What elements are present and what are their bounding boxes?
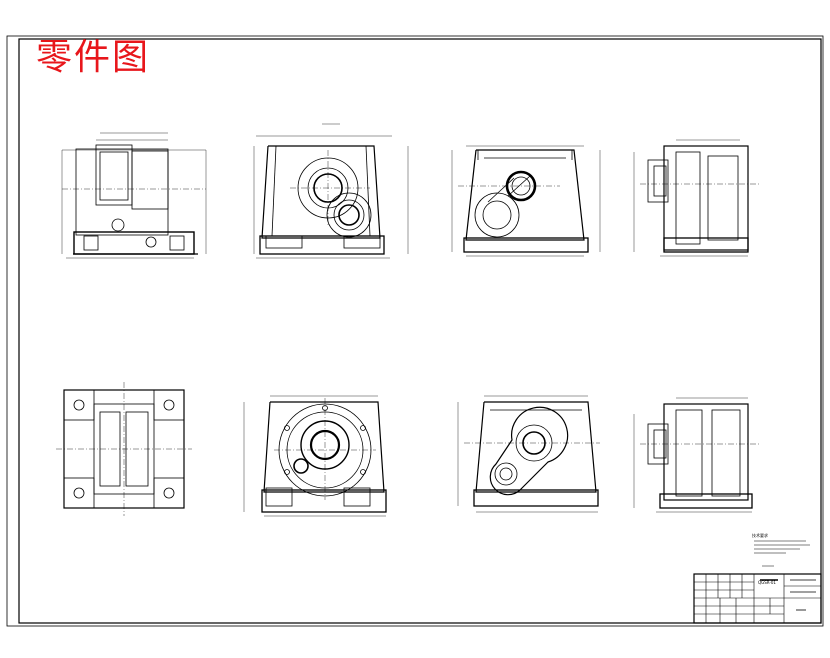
drawing-number: QGSR-01	[758, 580, 776, 585]
notes-heading: 技术要求	[752, 532, 768, 538]
title-block: QGSR-01	[693, 573, 822, 624]
drawing-stamp-title: 零件图	[36, 37, 151, 78]
inner-border	[18, 38, 822, 624]
view-plan	[56, 382, 192, 516]
view-bearing-face	[243, 395, 387, 517]
view-side-elevation	[61, 132, 207, 259]
view-rear-elevation	[451, 145, 601, 257]
view-opposite-face	[457, 395, 600, 513]
view-front-elevation	[253, 123, 409, 259]
outer-border	[6, 35, 824, 627]
view-section-lower	[633, 397, 760, 513]
view-section-right	[633, 139, 760, 257]
technical-notes: 技术要求	[752, 532, 810, 567]
